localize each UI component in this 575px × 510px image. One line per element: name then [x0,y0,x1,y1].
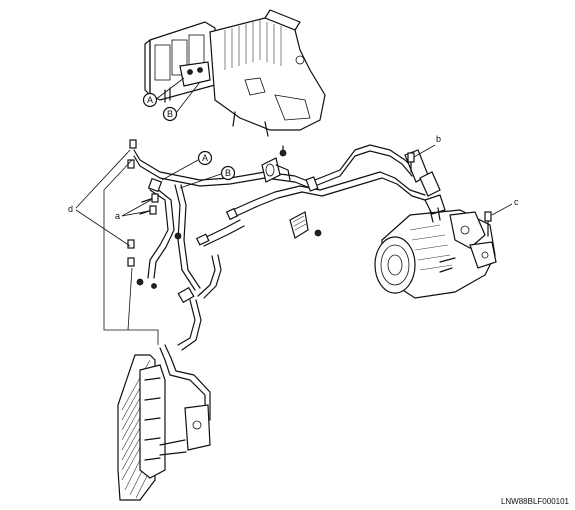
compressor [374,194,497,299]
hvac-ref-a-label: A [147,95,153,105]
pipe-bracket [289,211,322,239]
callout-a: a [115,199,152,221]
figure-code: LNW88BLF000101 [500,497,569,506]
line-ref-b-label: B [225,168,231,178]
callout-d: d [68,149,131,247]
pipe-clamp [261,145,291,183]
bolts-a [136,193,182,289]
callout-b: b [413,134,441,158]
hvac-ref-b: B [162,81,201,122]
callout-c: c [491,197,519,216]
callout-c-label: c [514,197,519,207]
bolts-d [127,139,137,267]
callout-b-label: b [436,134,441,144]
line-ref-a: A [161,150,213,181]
callout-a-label: a [115,211,120,221]
bolt-b [407,152,415,173]
hvac-unit [144,9,326,137]
bolt-c [484,211,492,237]
hvac-ref-b-label: B [167,109,173,119]
refrigerant-lines [133,144,426,421]
condenser [117,354,211,501]
line-ref-a-label: A [202,153,208,163]
line-ref-b: B [179,165,236,189]
callout-d-label: d [68,204,73,214]
hvac-ref-a: A [142,77,185,108]
leader-lines [103,159,159,345]
